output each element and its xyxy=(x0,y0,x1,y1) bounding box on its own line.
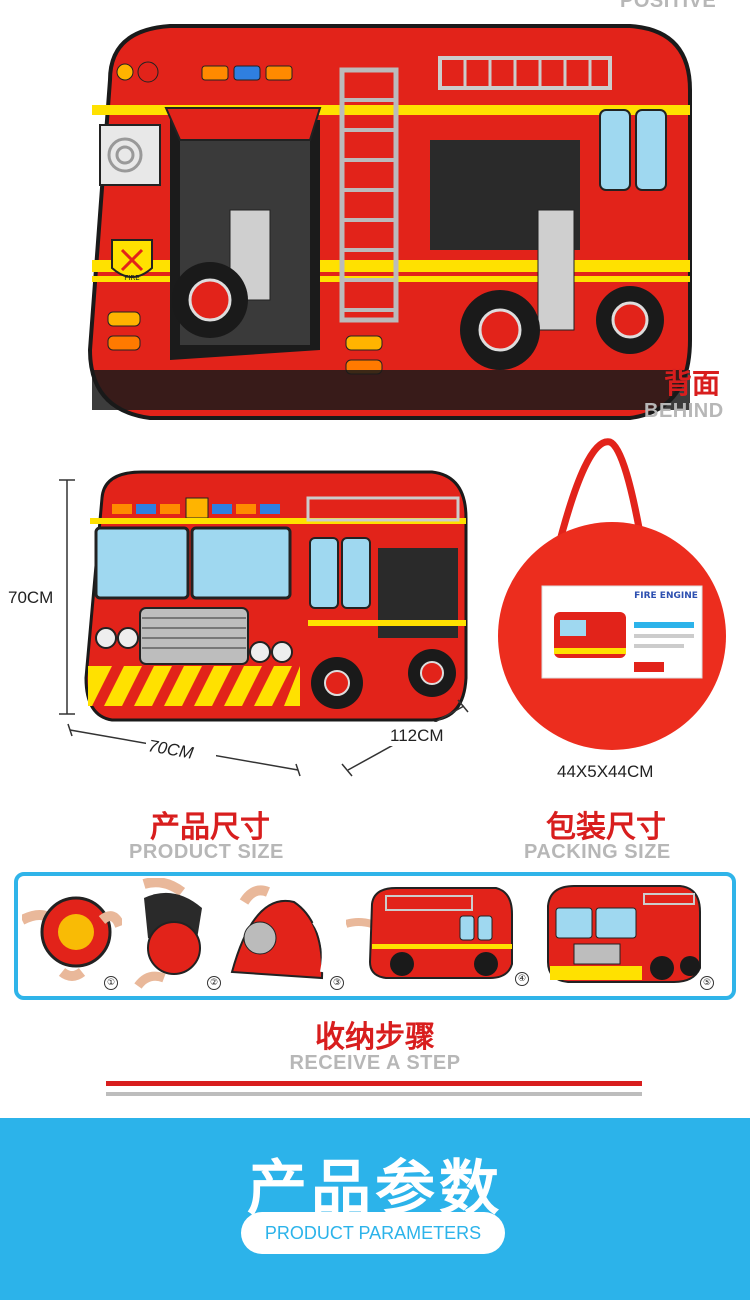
product-size-label-en: PRODUCT SIZE xyxy=(129,841,284,863)
packing-size-label: 44X5X44CM xyxy=(557,762,654,781)
step-3-number: ③ xyxy=(330,976,344,990)
product-size-label-cn: 产品尺寸 xyxy=(150,810,270,845)
step-5-image xyxy=(547,885,701,983)
tent-back-view-image: FIRE xyxy=(87,24,692,420)
packing-size-label-cn: 包装尺寸 xyxy=(546,810,666,845)
step-2-number: ② xyxy=(207,976,221,990)
step-3-image xyxy=(230,885,326,980)
packing-size-label-en: PACKING SIZE xyxy=(524,841,671,863)
length-dimension-label: 112CM xyxy=(390,726,444,745)
tent-front-view-image xyxy=(84,470,468,722)
step-4-image xyxy=(346,887,513,979)
behind-label-en: BEHIND xyxy=(644,400,724,422)
behind-label-cn: 背面 xyxy=(664,367,721,400)
step-2-image xyxy=(134,878,202,989)
step-1-image xyxy=(22,896,122,981)
packing-box-title: FIRE ENGINE xyxy=(634,591,698,601)
product-parameters-banner xyxy=(0,1118,750,1300)
positive-label: POSITIVE xyxy=(620,0,717,12)
packing-bag-image: FIRE ENGINE xyxy=(498,438,726,750)
height-dimension-label: 70CM xyxy=(8,588,54,607)
section-divider-grey xyxy=(106,1092,642,1096)
step-4-number: ④ xyxy=(515,972,529,986)
height-dimension-line xyxy=(59,479,75,715)
fire-badge-text: FIRE xyxy=(124,274,139,282)
width-dimension-line xyxy=(67,723,301,777)
product-parameters-title-en: PRODUCT PARAMETERS xyxy=(241,1212,505,1254)
section-divider-red xyxy=(106,1081,642,1086)
receive-step-label-cn: 收纳步骤 xyxy=(315,1020,435,1055)
length-dimension-line xyxy=(341,699,469,777)
receive-step-label-en: RECEIVE A STEP xyxy=(289,1052,461,1074)
step-5-number: ⑤ xyxy=(700,976,714,990)
step-1-number: ① xyxy=(104,976,118,990)
